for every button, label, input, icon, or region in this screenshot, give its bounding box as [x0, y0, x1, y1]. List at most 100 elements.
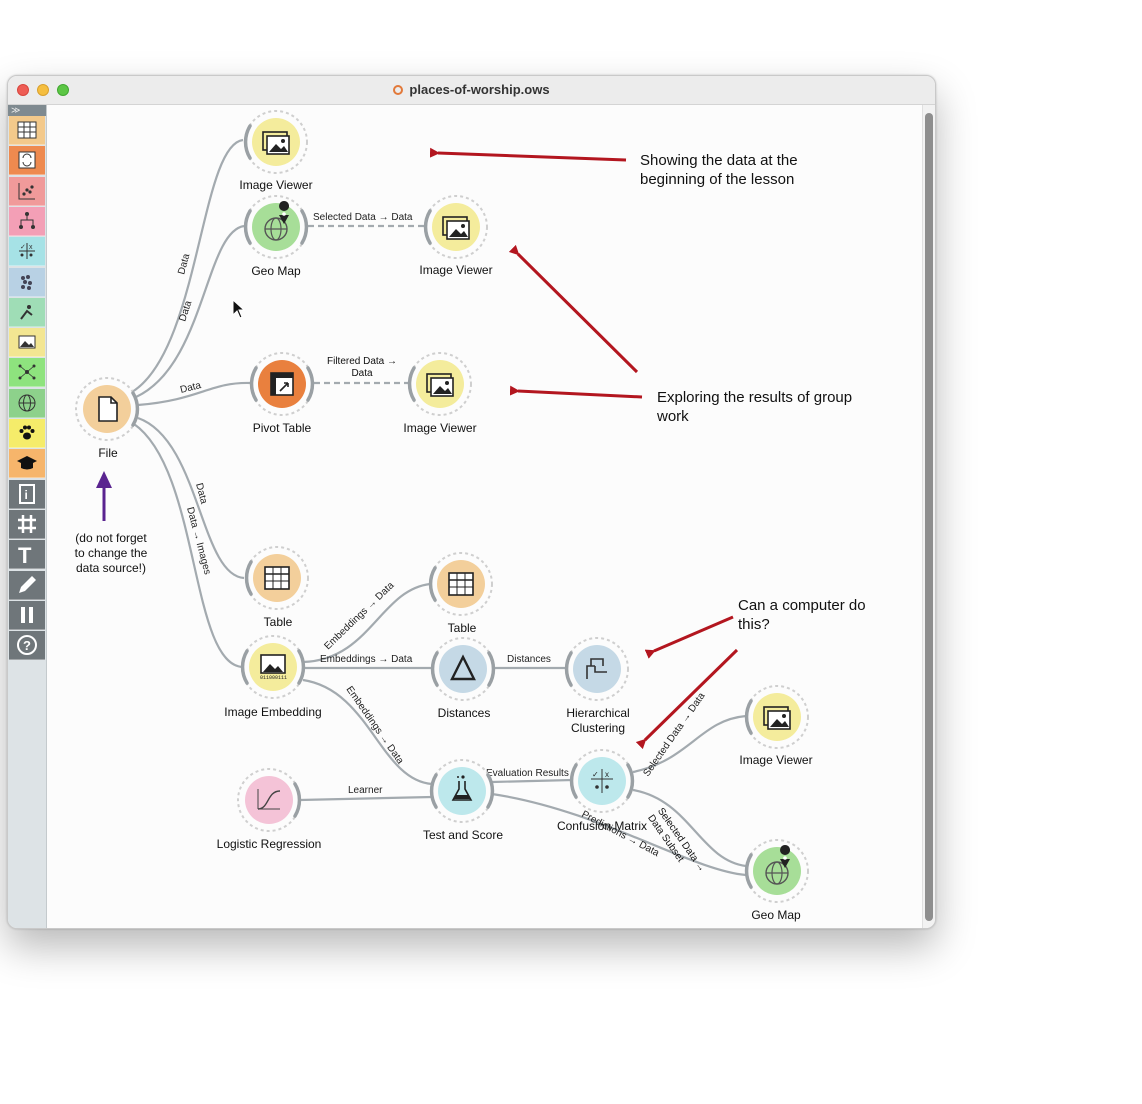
annotation-arrow[interactable]	[644, 615, 734, 659]
paw-icon	[19, 425, 35, 440]
data-transform-tool[interactable]	[9, 146, 45, 176]
widget-label-pivot-table: Pivot Table	[252, 421, 312, 435]
scrollbar-thumb[interactable]	[925, 113, 933, 921]
link-label: Embeddings → Data	[322, 580, 396, 652]
visualize-scatter-tool[interactable]	[9, 176, 45, 206]
widget-label-table: Table	[447, 621, 477, 635]
annotation-arrow[interactable]	[508, 244, 639, 374]
pen-arrow-tool[interactable]	[9, 570, 45, 600]
link-cm-geo[interactable]	[632, 788, 747, 868]
graduation-cap-tool[interactable]	[9, 449, 45, 479]
link-label: Embeddings → Data	[320, 654, 413, 665]
logistic-regression-widget[interactable]	[237, 768, 302, 832]
widget-label-file: File	[98, 446, 118, 460]
link-label: Data	[179, 380, 203, 396]
link-cm-viewer[interactable]	[632, 714, 747, 774]
table-icon	[448, 572, 474, 596]
hierarchical-clustering-widget[interactable]	[564, 637, 629, 701]
test-and-score-widget[interactable]	[429, 759, 495, 823]
link-embedding-table[interactable]	[302, 582, 431, 664]
link-label: Data	[176, 252, 192, 276]
mouse-cursor-icon	[232, 299, 246, 319]
link-test-cm[interactable]	[491, 778, 573, 784]
link-label: Data	[177, 299, 194, 323]
image-viewer-widget[interactable]	[744, 685, 809, 749]
evaluate-matrix-icon: ✓x	[19, 243, 35, 260]
link-label: Evaluation Results	[486, 768, 569, 779]
annotation-showing-data[interactable]: Showing the data at the beginning of the…	[640, 152, 798, 188]
vertical-scrollbar[interactable]	[922, 105, 935, 928]
info-icon: i	[19, 483, 35, 504]
geo-tool[interactable]	[9, 388, 45, 418]
image-analytics-icon	[18, 335, 36, 349]
evaluate-matrix-tool[interactable]: ✓x	[9, 237, 45, 267]
help-icon: ?	[17, 635, 37, 656]
annotation-exploring-results[interactable]: Exploring the results of group work	[657, 389, 853, 425]
geo-icon	[18, 394, 36, 412]
link-file-image-viewer[interactable]	[131, 138, 244, 393]
image-viewer-widget[interactable]	[423, 195, 488, 259]
link-file-pivot[interactable]	[137, 381, 251, 407]
svg-text:?: ?	[23, 638, 31, 653]
link-label: Distances	[507, 654, 551, 665]
table-widget[interactable]	[428, 552, 493, 616]
hierarchical-clustering-icon	[586, 658, 607, 679]
annotation-arrow[interactable]	[635, 648, 739, 750]
link-logreg-test[interactable]	[299, 795, 433, 802]
confusion-matrix-widget[interactable]: ✓x	[569, 749, 635, 813]
distances-widget[interactable]	[430, 637, 496, 701]
widget-label-hierarchical-clustering: Hierarchical Clustering	[566, 706, 630, 735]
widget-label-test-and-score: Test and Score	[422, 828, 504, 842]
pause-tool[interactable]	[9, 600, 45, 630]
widget-label-geo-map: Geo Map	[251, 264, 301, 278]
data-table-tool[interactable]	[9, 116, 45, 145]
widget-label-confusion-matrix: Confusion Matrix	[556, 819, 648, 833]
grid-hash-tool[interactable]	[9, 509, 45, 539]
file-icon	[98, 396, 118, 422]
link-embedding-test[interactable]	[302, 678, 433, 786]
image-viewer-widget[interactable]	[243, 110, 308, 174]
educational-icon	[20, 304, 33, 320]
tree-tool[interactable]	[9, 206, 45, 236]
annotation-arrow[interactable]	[429, 147, 627, 162]
geo-map-widget[interactable]	[243, 195, 309, 259]
table-widget[interactable]	[244, 546, 309, 610]
image-viewer-icon	[763, 706, 791, 730]
image-analytics-tool[interactable]	[9, 328, 45, 358]
pen-arrow-icon	[19, 575, 36, 593]
link-file-table[interactable]	[137, 416, 245, 580]
svg-text:✓: ✓	[592, 770, 599, 779]
file-widget[interactable]	[75, 377, 140, 441]
educational-tool[interactable]	[9, 297, 45, 327]
annotation-arrow[interactable]	[509, 385, 643, 399]
widget-label-image-viewer: Image Viewer	[239, 178, 313, 192]
image-viewer-widget[interactable]	[407, 352, 472, 416]
link-test-geo[interactable]	[491, 792, 747, 877]
title-bar: places-of-worship.ows	[8, 76, 935, 105]
info-tool[interactable]: i	[9, 479, 45, 509]
pivot-table-widget[interactable]	[249, 352, 315, 416]
paw-tool[interactable]	[9, 419, 45, 448]
image-viewer-icon	[262, 131, 290, 155]
minimize-button[interactable]	[37, 84, 49, 96]
zoom-button[interactable]	[57, 84, 69, 96]
close-button[interactable]	[17, 84, 29, 96]
widget-label-logistic-regression: Logistic Regression	[216, 837, 322, 851]
annotation-data-source-note[interactable]: (do not forget to change the data source…	[74, 531, 148, 575]
expand-toolbox-button[interactable]: ≫	[8, 105, 46, 116]
test-and-score-icon	[451, 775, 473, 801]
geo-map-widget[interactable]	[744, 839, 809, 903]
network-tool[interactable]	[9, 358, 45, 388]
text-annotation-tool[interactable]: T	[9, 540, 45, 570]
image-embedding-widget[interactable]: 011000111	[240, 635, 306, 699]
link-file-embedding[interactable]	[133, 423, 244, 669]
widget-label-image-viewer: Image Viewer	[739, 753, 813, 767]
help-tool[interactable]: ?	[9, 631, 45, 661]
widget-label-table: Table	[263, 615, 293, 629]
annotation-computer-question[interactable]: Can a computer do this?	[738, 597, 866, 633]
svg-text:i: i	[25, 488, 28, 502]
link-file-geo-map[interactable]	[135, 224, 245, 398]
annotation-arrowhead-purple	[96, 471, 112, 488]
cluster-tool[interactable]	[9, 267, 45, 297]
